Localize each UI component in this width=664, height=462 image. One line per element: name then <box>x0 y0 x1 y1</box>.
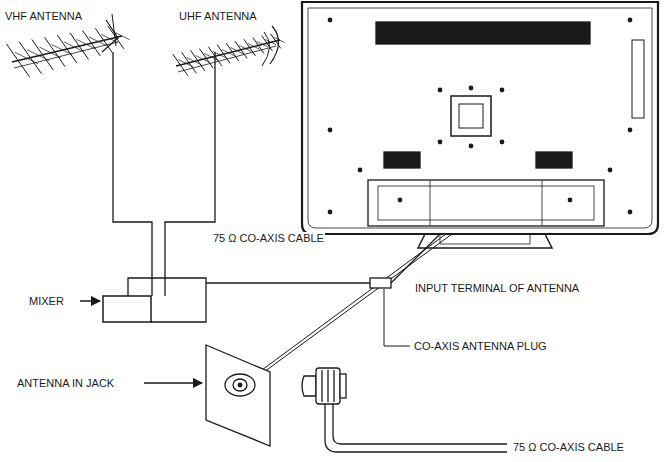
screw-dots <box>328 18 633 215</box>
coax-plug <box>321 370 322 402</box>
screw-dot <box>328 210 333 215</box>
uhf-antenna <box>270 26 279 64</box>
uhf-antenna <box>204 53 218 60</box>
uhf-antenna <box>235 41 247 58</box>
screw-dot <box>469 144 474 149</box>
vhf-antenna <box>95 28 112 52</box>
screw-dot <box>469 86 474 91</box>
screw-dot <box>358 168 363 173</box>
coax-plug <box>325 404 507 452</box>
cables <box>165 52 215 296</box>
screw-dot <box>500 88 505 93</box>
vhf-antenna <box>102 20 118 52</box>
cables <box>247 234 446 381</box>
tv-back <box>302 2 658 248</box>
tv-back <box>430 180 431 226</box>
uhf-antenna <box>262 32 270 66</box>
screw-dot <box>500 140 505 145</box>
uhf-antenna <box>226 43 238 61</box>
cables <box>384 289 410 346</box>
vhf-antenna <box>15 52 38 64</box>
vhf-antenna <box>19 42 41 74</box>
coax-plug <box>327 370 328 402</box>
part-label: MIXER <box>28 295 65 308</box>
antenna-jack <box>206 345 270 446</box>
vhf-antenna <box>52 45 73 55</box>
vhf-antenna <box>32 39 53 70</box>
tv-back <box>632 40 644 118</box>
tv-back <box>378 186 594 220</box>
uhf-antenna <box>244 39 256 56</box>
coax-plug <box>333 370 334 402</box>
antenna-jack <box>225 374 255 396</box>
uhf-antenna <box>274 37 284 42</box>
vhf-antenna <box>112 14 116 46</box>
tv-back <box>368 180 604 226</box>
screw-dot <box>398 198 403 203</box>
screw-dot <box>568 198 573 203</box>
mixer-arrow <box>80 300 100 302</box>
screw-dot <box>628 128 633 133</box>
tv-back <box>459 104 483 128</box>
antenna-label: UHF ANTENNA <box>178 10 258 23</box>
cables <box>391 234 440 283</box>
uhf-antenna <box>262 36 273 51</box>
cables <box>113 52 452 381</box>
mixer-box <box>103 296 151 322</box>
antenna-jack <box>233 379 247 391</box>
uhf-antenna <box>217 45 230 63</box>
antenna-label: VHF ANTENNA <box>4 10 83 23</box>
cables <box>113 52 152 296</box>
part-label: INPUT TERMINAL OF ANTENNA <box>414 282 580 295</box>
antenna-jack <box>206 345 270 446</box>
tv-back <box>440 234 530 244</box>
tv-back <box>302 2 658 234</box>
tv-back <box>451 96 491 136</box>
uhf-antenna <box>173 26 285 76</box>
tv-back <box>536 152 572 168</box>
screw-dot <box>628 18 633 23</box>
tv-back <box>542 180 543 226</box>
vhf-antenna <box>6 44 29 77</box>
cable-label: 75 Ω CO-AXIS CABLE <box>512 441 625 454</box>
cable-label: 75 Ω CO-AXIS CABLE <box>212 232 325 245</box>
coax-plug <box>302 368 507 452</box>
tv-back <box>376 22 590 44</box>
coax-plug <box>302 376 316 396</box>
screw-dot <box>608 168 613 173</box>
vhf-antenna <box>83 31 101 56</box>
screw-dot <box>438 140 443 145</box>
vhf-antenna <box>64 42 84 52</box>
coax-plug <box>340 374 346 398</box>
tv-back <box>308 8 652 228</box>
vhf-antenna <box>14 42 118 68</box>
vhf-antenna <box>70 33 89 60</box>
part-label: ANTENNA IN JACK <box>16 377 115 390</box>
tv-back <box>384 152 420 168</box>
coax-plug <box>333 404 507 444</box>
uhf-antenna <box>271 34 281 49</box>
screw-dot <box>328 18 333 23</box>
screw-dot <box>328 128 333 133</box>
antenna-jack <box>238 383 242 387</box>
screw-dot <box>628 210 633 215</box>
coax-plug <box>316 368 340 404</box>
uhf-antenna <box>196 55 210 62</box>
jack-arrow <box>144 382 202 384</box>
part-label: CO-AXIS ANTENNA PLUG <box>413 340 548 353</box>
cables <box>206 282 370 283</box>
uhf-antenna <box>253 37 264 53</box>
vhf-antenna <box>6 14 129 77</box>
screw-dot <box>438 88 443 93</box>
uhf-antenna <box>239 45 251 51</box>
coax-plug-small <box>370 278 391 288</box>
